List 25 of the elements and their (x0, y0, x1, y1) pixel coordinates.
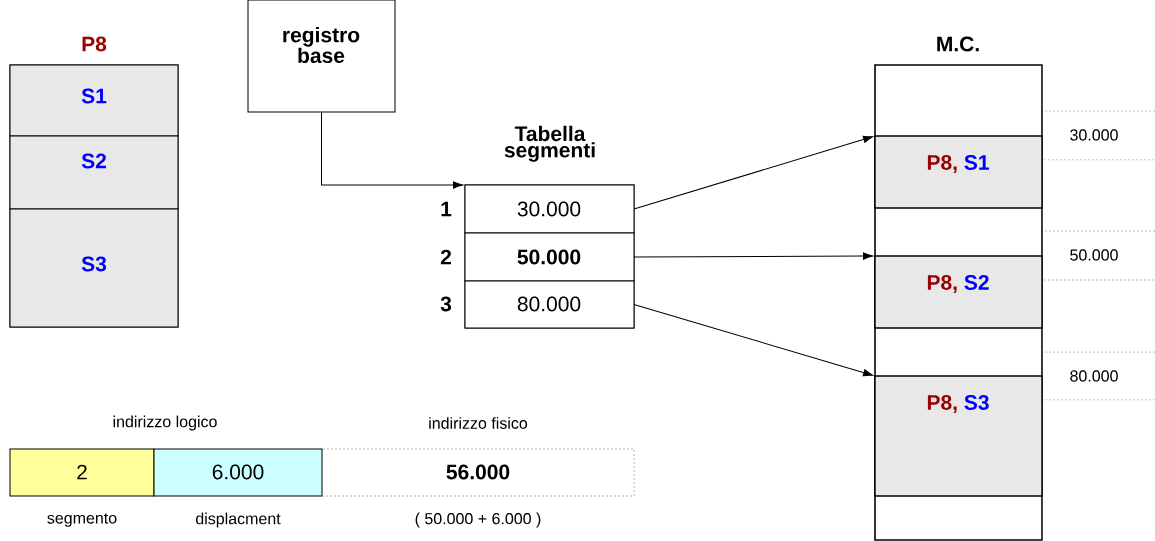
table-row: 2 50.000 (440, 232, 635, 282)
arrow (633, 304, 874, 377)
table-row: 1 30.000 (441, 184, 635, 234)
address-cell: 2 segmento (9, 448, 155, 527)
segment-box: S2 (9, 135, 179, 210)
arrow (633, 252, 874, 260)
node-label: 1 (441, 201, 452, 217)
memory-segment: P8, S2 (874, 255, 1043, 329)
node-label: 3 (440, 296, 452, 312)
table-row: 3 80.000 (440, 280, 635, 329)
segment-box: S1 (9, 64, 179, 137)
arrow (633, 135, 874, 210)
address-cell: 6.000 displacment (153, 448, 323, 528)
node-label: segmento (47, 513, 117, 527)
arrow (321, 111, 464, 189)
address-cell: 56.000 indirizzo fisico ( 50.000 + 6.000 ) (321, 417, 635, 528)
segment-box: S3 (9, 208, 179, 328)
memory-segment: P8, S3 (874, 375, 1043, 497)
node-label: 2 (440, 249, 452, 265)
caption-text: indirizzo logico (113, 415, 217, 431)
register-box: registro base (247, 0, 396, 113)
node-label: displacment (195, 512, 281, 528)
node-label: ( 50.000 + 6.000 ) (415, 512, 541, 528)
node-label: indirizzo fisico (429, 417, 528, 429)
memory-segment: P8, S1 (874, 135, 1043, 209)
